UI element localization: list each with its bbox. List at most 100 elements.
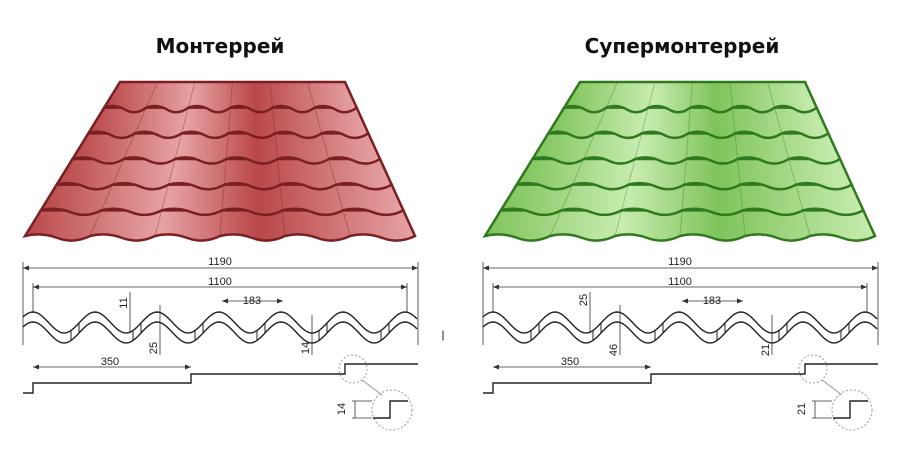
dim-wave-height: 21 <box>760 344 772 356</box>
arrow <box>872 265 878 271</box>
profile-wave-bottom <box>482 321 878 344</box>
detail-circle-small <box>798 354 828 384</box>
roof-tile-ridge <box>572 158 585 185</box>
roof-tile-ridge <box>788 158 797 185</box>
arrow <box>682 298 688 304</box>
roof-tile-ridge <box>219 210 223 237</box>
roof-tile-ridge <box>729 81 733 108</box>
arrow <box>493 364 499 370</box>
arrow <box>277 298 283 304</box>
arrow <box>412 265 418 271</box>
roof-tile-ridge <box>583 133 596 160</box>
dim-useful-width: 1100 <box>668 276 692 288</box>
roof-tile-ridge <box>282 210 286 237</box>
roof-tile-ridge <box>272 107 276 134</box>
roof-tile-ridge <box>269 81 273 108</box>
roof-tile-ridge <box>737 158 741 185</box>
roof-tile-ridge <box>227 107 231 134</box>
roof-tile-row <box>482 209 877 242</box>
roof-tile-ridge <box>739 184 743 211</box>
roof-tile-ridge <box>614 210 623 237</box>
dim-total-height: 25 <box>148 342 160 354</box>
roof-tile-ridge <box>321 133 330 160</box>
roof-tile-ridge <box>123 133 136 160</box>
arrow <box>222 298 228 304</box>
dim-overall-width: 1190 <box>668 256 692 268</box>
roof-tile-ridge <box>734 133 738 160</box>
roof-tile-ridge <box>621 184 629 211</box>
roof-tile-ridge <box>802 210 811 237</box>
roof-tile-ridge <box>732 107 736 134</box>
roof-tile-illustration <box>22 80 417 242</box>
profile-wave-bottom <box>22 321 418 344</box>
arrow <box>483 265 489 271</box>
profile-step-line <box>483 363 878 394</box>
roof-tile-ridge <box>225 133 229 160</box>
roof-tile-ridge <box>279 184 283 211</box>
profile-wave-top <box>482 311 878 334</box>
roof-tile-row <box>38 183 405 217</box>
roof-tile-ridge <box>641 107 649 134</box>
roof-tile-ridge <box>647 81 656 108</box>
roof-tile-row <box>545 106 830 140</box>
roof-tile-ridge <box>89 210 102 237</box>
roof-tile-ridge <box>627 158 636 185</box>
detail-leader <box>821 379 843 396</box>
arrow <box>401 284 407 290</box>
arrow <box>185 364 191 370</box>
profile-step-line <box>23 363 418 394</box>
panel-supermonterrey: 1190 1100 183 25 46 21 350 21 <box>482 80 879 431</box>
detail-circle-small <box>338 354 368 384</box>
roof-tile-ridge <box>274 133 278 160</box>
dim-overall-width: 1190 <box>208 256 232 268</box>
arrow <box>33 364 39 370</box>
profile-drawing <box>482 262 879 431</box>
roof-tile-ridge <box>134 107 147 134</box>
roof-tile-row <box>498 183 865 217</box>
roof-tile-ridge <box>689 81 693 108</box>
roof-tile-illustration <box>482 80 877 242</box>
roof-tile-ridge <box>314 107 323 134</box>
dim-wave-step: 183 <box>703 295 721 307</box>
profile-wave-top <box>22 311 418 334</box>
roof-tile-ridge <box>594 107 607 134</box>
detail-step <box>373 400 408 419</box>
profile-drawing <box>22 262 444 431</box>
roof-tile-ridge <box>161 184 169 211</box>
roof-tile-ridge <box>687 107 691 134</box>
roof-tile-ridge <box>795 184 804 211</box>
roof-tile-ridge <box>181 107 189 134</box>
roof-tile-ridge <box>154 210 163 237</box>
roof-tile-row <box>53 157 394 191</box>
roof-tile-ridge <box>342 210 351 237</box>
dim-step-height: 21 <box>796 403 808 415</box>
roof-tile-ridge <box>683 158 687 185</box>
roof-tile-row <box>69 132 382 165</box>
roof-tile-ridge <box>634 133 643 160</box>
dim-useful-width: 1100 <box>208 276 232 288</box>
arrow <box>861 284 867 290</box>
roof-tile-ridge <box>167 158 176 185</box>
roof-tile-ridge <box>605 81 618 108</box>
roof-tile-ridge <box>145 81 158 108</box>
arrow <box>23 265 29 271</box>
roof-tile-ridge <box>307 81 316 108</box>
detail-step <box>833 400 868 419</box>
detail-leader <box>361 379 383 396</box>
detail-circle-large <box>831 389 873 431</box>
roof-tile-ridge <box>328 158 337 185</box>
dim-module-length: 350 <box>101 356 119 368</box>
roof-tile-ridge <box>112 158 125 185</box>
roof-tile-ridge <box>679 210 683 237</box>
roof-tile-ridge <box>221 184 225 211</box>
roof-tile-ridge <box>229 81 233 108</box>
roof-tile-ridge <box>100 184 113 211</box>
dim-top-height: 25 <box>578 294 590 306</box>
roof-tile-ridge <box>781 133 790 160</box>
roof-tile-ridge <box>774 107 783 134</box>
roof-tile-row <box>101 80 359 114</box>
title-supermonterrey: Супермонтеррей <box>584 34 780 58</box>
roof-tile-row <box>22 209 417 242</box>
dim-total-height: 46 <box>608 344 620 356</box>
